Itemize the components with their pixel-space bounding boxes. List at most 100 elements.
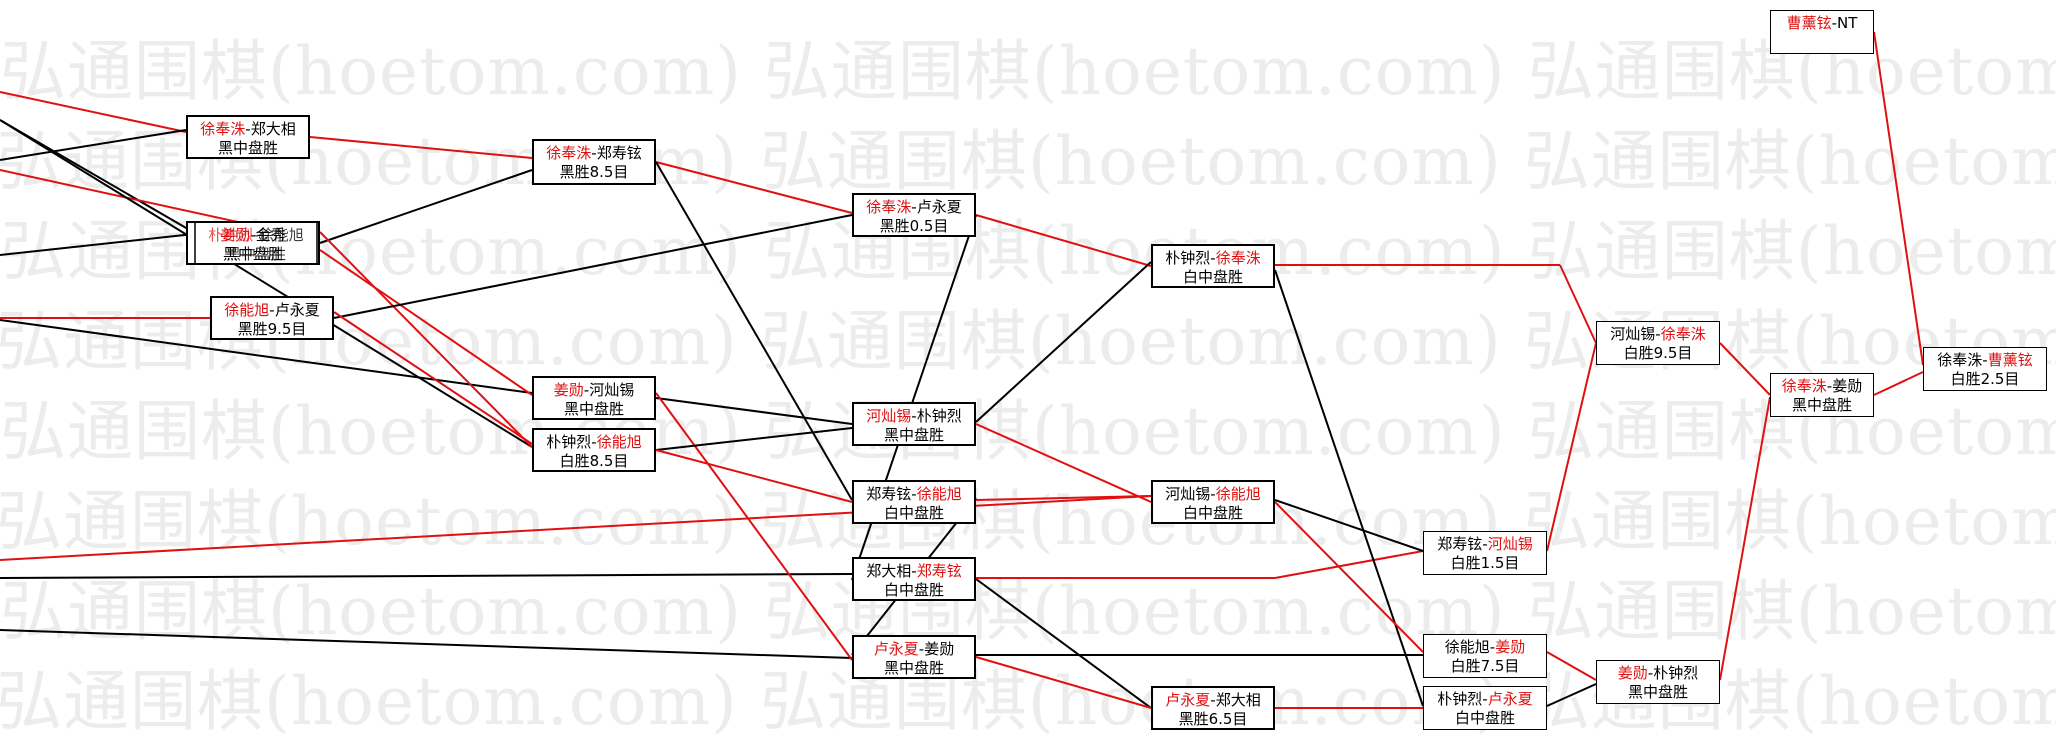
match-players: 朴钟烈-卢永夏 xyxy=(1426,690,1544,709)
match-players: 徐奉洙-曹薰铉 xyxy=(1926,351,2044,370)
match-result: 黑胜8.5目 xyxy=(559,163,629,181)
bracket-connector xyxy=(1559,264,1597,344)
match-players: 姜勋-金秀 xyxy=(190,226,316,245)
match-box-r7-1: 姜勋-朴钟烈黑中盘胜 xyxy=(1596,660,1720,704)
loser-name: 河灿锡 xyxy=(1610,325,1656,343)
separator: - xyxy=(911,485,917,503)
separator: - xyxy=(1982,351,1988,369)
bracket-connector xyxy=(319,231,533,448)
bracket-connector xyxy=(333,214,853,319)
match-box-r5-1: 河灿锡-徐能旭白中盘胜 xyxy=(1151,480,1275,524)
loser-name: 徐奉洙 xyxy=(1937,351,1983,369)
match-box-r4-4: 卢永夏-姜勋黑中盘胜 xyxy=(852,635,976,679)
match-box-r5-2: 卢永夏-郑大相黑胜6.5目 xyxy=(1151,686,1275,730)
match-players: 徐能旭-卢永夏 xyxy=(214,301,330,320)
separator: - xyxy=(250,226,256,244)
match-players: 郑寿铉-徐能旭 xyxy=(856,485,972,504)
winner-name: 姜勋 xyxy=(553,381,584,399)
match-result: 黑胜0.5目 xyxy=(879,217,949,235)
winner-name: 河灿锡 xyxy=(1487,535,1533,553)
match-box-r9-0: 曹薰铉-NT xyxy=(1770,10,1874,54)
winner-name: 郑寿铉 xyxy=(916,562,962,580)
winner-name: 徐能旭 xyxy=(1215,485,1261,503)
match-box-r2-1b: 朴钟烈-徐能旭黑中盘胜 xyxy=(194,221,318,265)
loser-name: 朴钟烈 xyxy=(916,407,962,425)
bracket-connector xyxy=(851,214,977,581)
bracket-connector xyxy=(975,495,1152,501)
loser-name: 金秀 xyxy=(255,226,286,244)
match-result: 黑中盘胜 xyxy=(1791,396,1852,414)
bracket-connector xyxy=(975,261,1152,423)
winner-name: 朴钟烈 xyxy=(208,226,254,244)
match-players: 郑大相-郑寿铉 xyxy=(856,562,972,581)
loser-name: 朴钟烈 xyxy=(1437,690,1483,708)
match-players: 卢永夏-郑大相 xyxy=(1155,691,1271,710)
winner-name: 徐能旭 xyxy=(596,433,642,451)
bracket-connector xyxy=(0,573,853,579)
loser-name: 郑大相 xyxy=(866,562,912,580)
bracket-connector xyxy=(655,392,853,661)
match-box-r4-2: 郑寿铉-徐能旭白中盘胜 xyxy=(852,480,976,524)
winner-name: 卢永夏 xyxy=(1165,691,1211,709)
loser-name: 姜勋 xyxy=(1832,377,1863,395)
match-box-r8-0: 徐奉洙-姜勋黑中盘胜 xyxy=(1770,373,1874,417)
match-result: 黑中盘胜 xyxy=(1627,683,1688,701)
loser-name: 徐能旭 xyxy=(258,226,304,244)
match-box-r6-1: 徐能旭-姜勋白胜7.5目 xyxy=(1423,634,1547,678)
loser-name: 徐能旭 xyxy=(1444,638,1490,656)
winner-name: 姜勋 xyxy=(1617,664,1648,682)
winner-name: 河灿锡 xyxy=(866,407,912,425)
separator: - xyxy=(253,226,259,244)
match-result: 白胜1.5目 xyxy=(1450,554,1520,572)
match-box-r2-0: 徐奉洙-郑大相黑中盘胜 xyxy=(186,115,310,159)
bracket-connector xyxy=(0,119,213,244)
loser-name: 河灿锡 xyxy=(589,381,635,399)
match-players: 徐能旭-姜勋 xyxy=(1426,638,1544,657)
bracket-connector xyxy=(1274,269,1424,707)
bracket-connector xyxy=(655,161,853,501)
match-players: 姜勋-朴钟烈 xyxy=(1599,664,1717,683)
match-result: 白中盘胜 xyxy=(1182,268,1243,286)
bracket-connector xyxy=(1719,342,1771,396)
bracket-connector xyxy=(1274,550,1424,579)
match-result: 黑胜9.5目 xyxy=(237,320,307,338)
match-box-r3-0: 徐奉洙-郑寿铉黑胜8.5目 xyxy=(532,139,656,185)
match-players: 徐奉洙-姜勋 xyxy=(1773,377,1871,396)
match-players: 徐奉洙-郑寿铉 xyxy=(536,144,652,163)
separator: - xyxy=(591,433,597,451)
separator: - xyxy=(1826,377,1833,395)
separator: - xyxy=(583,381,590,399)
winner-name: 徐能旭 xyxy=(916,485,962,503)
winner-name: 徐奉洙 xyxy=(1215,249,1261,267)
match-result: 白中盘胜 xyxy=(883,504,944,522)
match-players: 曹薰铉-NT xyxy=(1773,14,1871,33)
bracket-connector xyxy=(975,423,1152,503)
loser-name: 郑寿铉 xyxy=(596,144,642,162)
bracket-connector xyxy=(0,495,1152,561)
bracket-connector xyxy=(1719,396,1771,681)
loser-name: 姜勋 xyxy=(924,640,955,658)
bracket-connector xyxy=(0,91,187,133)
bracket-connector xyxy=(309,136,533,159)
match-players: 徐奉洙-郑大相 xyxy=(190,120,306,139)
bracket-connector xyxy=(975,656,1152,709)
loser-name: 郑寿铉 xyxy=(866,485,912,503)
separator: - xyxy=(1210,485,1216,503)
loser-name: 朴钟烈 xyxy=(1653,664,1699,682)
match-result: 白中盘胜 xyxy=(1454,709,1515,727)
match-box-r3-2: 朴钟烈-徐能旭白胜8.5目 xyxy=(532,428,656,472)
match-box-final: 徐奉洙-曹薰铉白胜2.5目 xyxy=(1923,347,2047,391)
match-result: 白中盘胜 xyxy=(883,581,944,599)
match-result: 黑中盘胜 xyxy=(222,245,283,263)
winner-name: 曹薰铉 xyxy=(1786,14,1832,32)
separator: - xyxy=(1489,638,1496,656)
match-players: 徐奉洙-卢永夏 xyxy=(856,198,972,217)
match-result: 黑中盘胜 xyxy=(217,139,278,157)
winner-name: 徐奉洙 xyxy=(1781,377,1827,395)
match-players: 河灿锡-朴钟烈 xyxy=(856,407,972,426)
separator: - xyxy=(1482,535,1488,553)
match-result: 白胜8.5目 xyxy=(559,452,629,470)
match-box-r3-1: 姜勋-河灿锡黑中盘胜 xyxy=(532,376,656,420)
separator: - xyxy=(269,301,275,319)
bracket-connector xyxy=(655,449,853,503)
